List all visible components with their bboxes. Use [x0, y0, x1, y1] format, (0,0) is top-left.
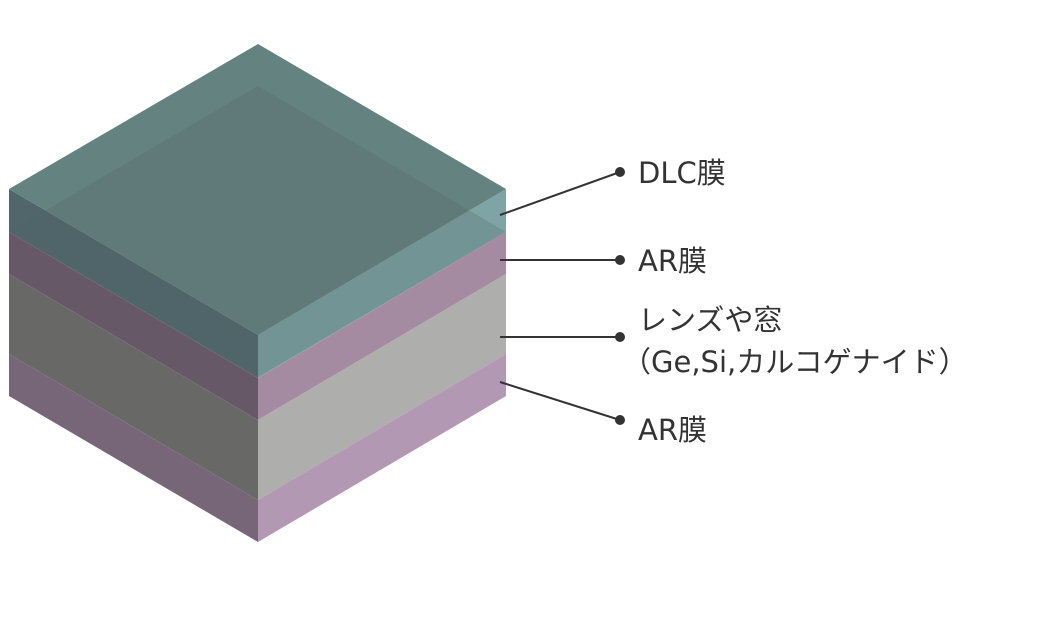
label-ar-film-bottom: AR膜 [638, 413, 707, 447]
dlc-right-face [258, 189, 506, 378]
ar-bottom-right-face [258, 354, 506, 542]
leader-line [499, 381, 621, 421]
ar-top-right-face [258, 232, 506, 420]
leader-dot [615, 332, 625, 342]
leader-dot [615, 415, 625, 425]
inner-layer-outline [9, 86, 506, 377]
label-lens-window: レンズや窓 [638, 303, 783, 337]
leader-line [499, 171, 621, 216]
leader-dot [615, 255, 625, 265]
leader-dot [615, 167, 625, 177]
label-ar-film-top: AR膜 [638, 244, 707, 278]
label-dlc-film: DLC膜 [638, 156, 726, 190]
label-lens-materials: （Ge,Si,カルコゲナイド） [622, 345, 968, 379]
top-face [9, 44, 506, 335]
lens-left-face [9, 274, 258, 500]
dlc-left-face [9, 189, 258, 378]
lens-right-face [258, 274, 506, 500]
ar-top-left-face [9, 232, 258, 420]
ar-bottom-left-face [9, 354, 258, 542]
